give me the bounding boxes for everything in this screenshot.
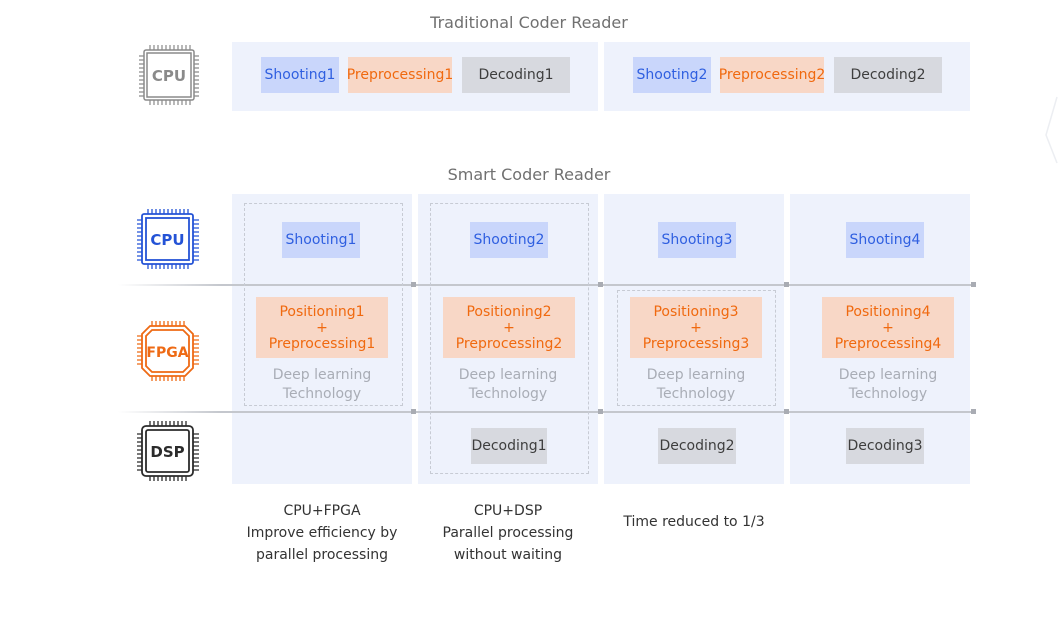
deep-learning-line1: Deep learning: [838, 367, 938, 383]
parallel-group-2: [430, 203, 589, 474]
trad-preprocessing2: Preprocessing2: [719, 57, 825, 93]
trad-preprocessing1: Preprocessing1: [347, 57, 453, 93]
caption-line: Time reduced to 1/3: [623, 514, 765, 530]
svg-text:FPGA: FPGA: [146, 345, 188, 361]
deep-learning-line1: Deep learning: [272, 367, 372, 383]
smart-shooting1: Shooting1: [282, 222, 360, 258]
separator-marker: [598, 409, 603, 414]
smart-shooting3: Shooting3: [658, 222, 736, 258]
deep-learning-label-1: Deep learning Technology: [232, 366, 412, 404]
smart-title: Smart Coder Reader: [447, 165, 611, 184]
positioning-label: Positioning2: [466, 303, 552, 320]
positioning-label: Positioning1: [279, 303, 365, 320]
deep-learning-label-4: Deep learning Technology: [798, 366, 978, 404]
preprocessing-label: Preprocessing2: [455, 335, 563, 352]
deep-learning-label-3: Deep learning Technology: [606, 366, 786, 404]
smart-decoding3: Decoding3: [846, 428, 924, 464]
caption-time-reduced: Time reduced to 1/3: [604, 511, 784, 533]
fpga-chip-orange-icon: FPGA: [137, 321, 199, 381]
smart-positioning2: Positioning2 + Preprocessing2: [443, 297, 575, 358]
svg-text:CPU: CPU: [150, 231, 184, 249]
separator-marker: [598, 282, 603, 287]
trad-decoding2: Decoding2: [834, 57, 942, 93]
dsp-chip-black-icon: DSP: [137, 421, 199, 481]
plus-sign: +: [316, 319, 328, 336]
svg-text:CPU: CPU: [152, 67, 186, 85]
plus-sign: +: [503, 319, 515, 336]
separator-marker: [971, 282, 976, 287]
cpu-chip-blue-icon: CPU: [137, 209, 199, 269]
positioning-label: Positioning3: [653, 303, 739, 320]
smart-positioning3: Positioning3 + Preprocessing3: [630, 297, 762, 358]
preprocessing-label: Preprocessing1: [268, 335, 376, 352]
preprocessing-label: Preprocessing4: [834, 335, 942, 352]
caption-line: without waiting: [453, 547, 563, 563]
separator-marker: [971, 409, 976, 414]
preprocessing-label: Preprocessing3: [642, 335, 750, 352]
caption-line: CPU+DSP: [473, 503, 543, 519]
traditional-title: Traditional Coder Reader: [430, 13, 628, 32]
cpu-chip-gray-icon: CPU: [139, 45, 199, 105]
smart-shooting2: Shooting2: [470, 222, 548, 258]
svg-text:DSP: DSP: [150, 443, 184, 461]
deep-learning-line1: Deep learning: [458, 367, 558, 383]
smart-positioning1: Positioning1 + Preprocessing1: [256, 297, 388, 358]
smart-positioning4: Positioning4 + Preprocessing4: [822, 297, 954, 358]
smart-shooting4: Shooting4: [846, 222, 924, 258]
caption-cpu-dsp: CPU+DSP Parallel processing without wait…: [418, 500, 598, 566]
smart-decoding2: Decoding2: [658, 428, 736, 464]
row-separator-2: [118, 411, 976, 413]
caption-cpu-fpga: CPU+FPGA Improve efficiency by parallel …: [232, 500, 412, 566]
decorative-line-icon: [1045, 96, 1058, 164]
caption-line: Improve efficiency by: [246, 525, 398, 541]
plus-sign: +: [882, 319, 894, 336]
parallel-group-1: [244, 203, 403, 406]
row-separator-1: [118, 284, 976, 286]
caption-line: Parallel processing: [442, 525, 574, 541]
deep-learning-line2: Technology: [848, 386, 928, 402]
trad-shooting2: Shooting2: [633, 57, 711, 93]
deep-learning-line2: Technology: [468, 386, 548, 402]
parallel-group-3: [617, 290, 776, 406]
caption-line: parallel processing: [256, 547, 388, 563]
separator-marker: [411, 409, 416, 414]
separator-marker: [411, 282, 416, 287]
deep-learning-label-2: Deep learning Technology: [418, 366, 598, 404]
trad-shooting1: Shooting1: [261, 57, 339, 93]
deep-learning-line2: Technology: [282, 386, 362, 402]
separator-marker: [784, 409, 789, 414]
smart-decoding1: Decoding1: [471, 428, 547, 464]
separator-marker: [784, 282, 789, 287]
deep-learning-line2: Technology: [656, 386, 736, 402]
positioning-label: Positioning4: [845, 303, 931, 320]
caption-line: CPU+FPGA: [283, 503, 361, 519]
deep-learning-line1: Deep learning: [646, 367, 746, 383]
plus-sign: +: [690, 319, 702, 336]
trad-decoding1: Decoding1: [462, 57, 570, 93]
